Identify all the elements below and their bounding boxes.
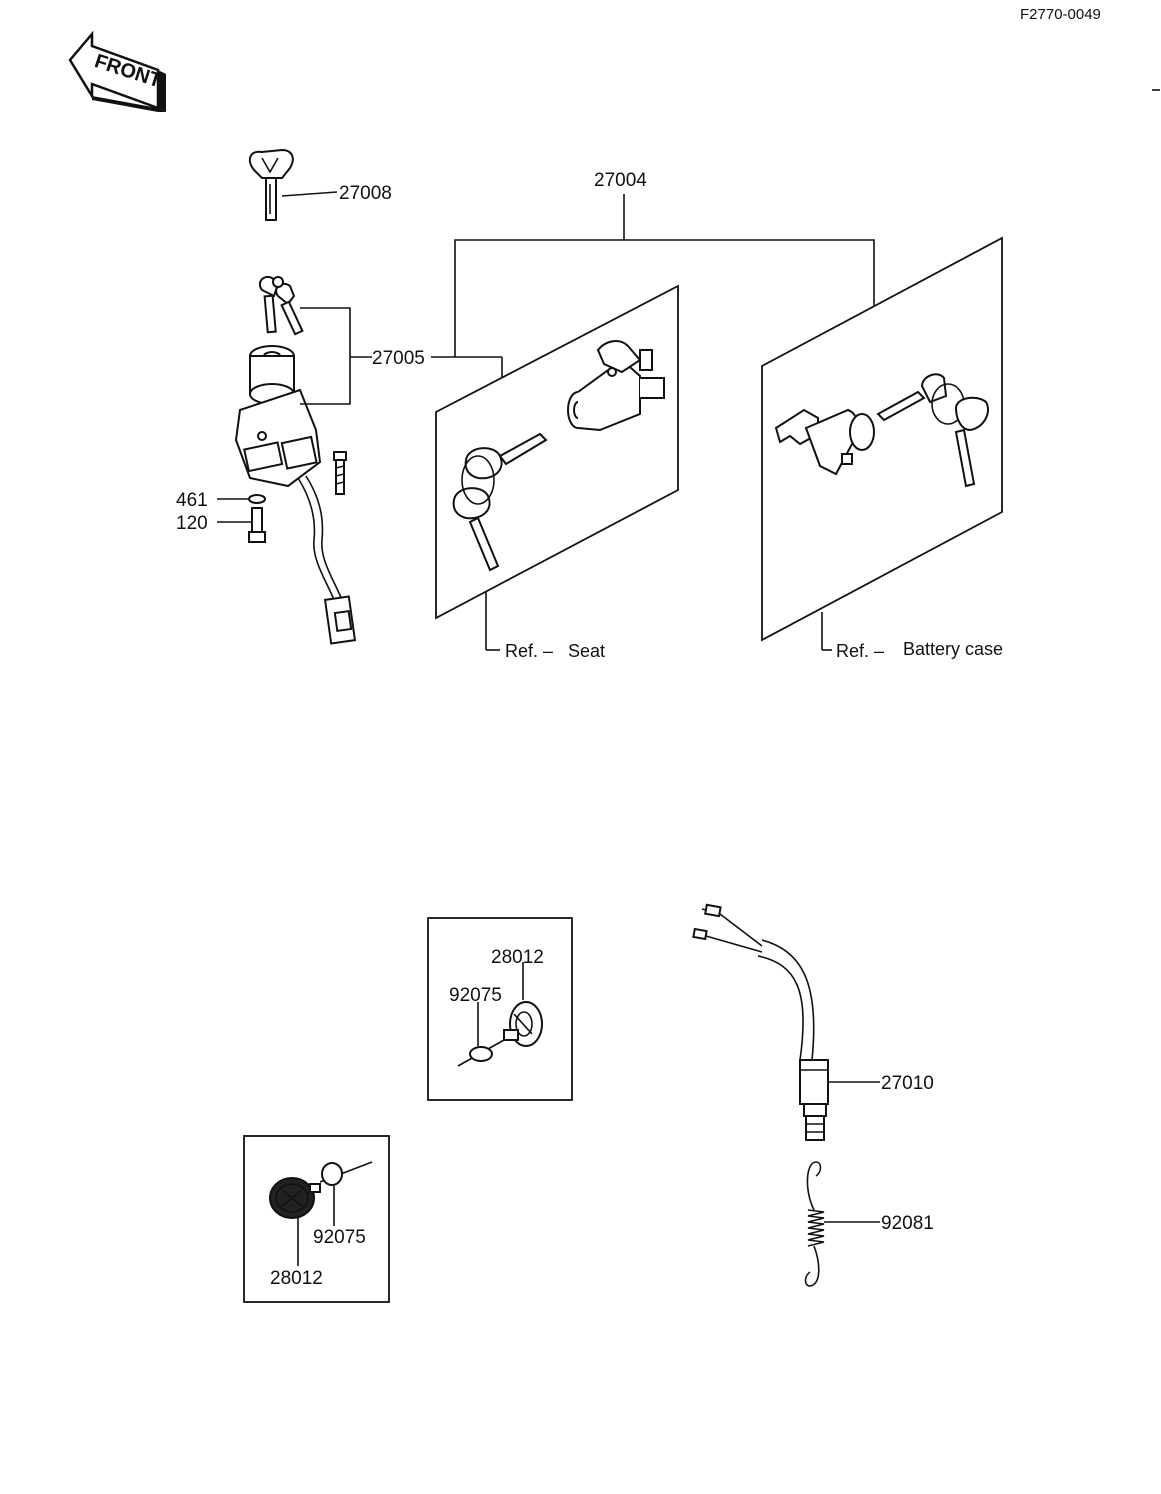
callout-27005: 27005	[372, 348, 425, 369]
ignition-switch-body-icon	[234, 345, 357, 645]
reflector-box-b	[243, 1135, 390, 1303]
washer-461-icon	[248, 494, 266, 504]
seat-ref-label: Seat	[568, 641, 605, 661]
seat-lock-panel	[435, 284, 679, 620]
brake-switch-body-icon	[799, 1059, 829, 1141]
key-blank-icon	[248, 148, 294, 221]
washer-b-icon	[321, 1162, 343, 1186]
callout-27010: 27010	[881, 1073, 934, 1094]
callout-92075-b: 92075	[313, 1227, 366, 1248]
callout-27008: 27008	[339, 183, 392, 204]
callout-92081: 92081	[881, 1213, 934, 1234]
reflector-b-icon	[269, 1161, 373, 1219]
battery-ref-label: Battery case	[903, 639, 1003, 659]
bolt-120-icon	[248, 507, 266, 543]
leader-27008	[281, 191, 338, 197]
seat-lock-keys-icon	[452, 432, 548, 572]
spring-icon	[804, 1161, 825, 1287]
bracket-27005	[300, 307, 351, 405]
callout-92075-a: 92075	[449, 985, 502, 1006]
battery-lock-panel	[761, 236, 1003, 642]
side-screw-icon	[333, 451, 347, 495]
seat-lock-cylinder-icon	[567, 340, 665, 432]
document-code: F2770-0049	[1020, 6, 1101, 23]
brake-switch-wire-icon	[692, 903, 815, 1061]
callout-120: 120	[176, 513, 208, 534]
battery-lock-cylinder-icon	[774, 408, 875, 476]
reflector-box-a	[427, 917, 573, 1101]
callout-28012-b: 28012	[270, 1268, 323, 1289]
front-arrow-icon: FRONT	[68, 30, 166, 112]
callout-27004: 27004	[594, 170, 647, 191]
ignition-keys-icon	[258, 276, 304, 336]
seat-ref-prefix: Ref. –	[505, 641, 553, 661]
reflector-a-icon	[457, 1001, 543, 1067]
bracket-27004	[454, 239, 875, 357]
battery-lock-keys-icon	[876, 373, 989, 488]
callout-461: 461	[176, 490, 208, 511]
callout-28012-a: 28012	[491, 947, 544, 968]
washer-a-icon	[469, 1046, 493, 1062]
battery-ref-prefix: Ref. –	[836, 641, 884, 661]
